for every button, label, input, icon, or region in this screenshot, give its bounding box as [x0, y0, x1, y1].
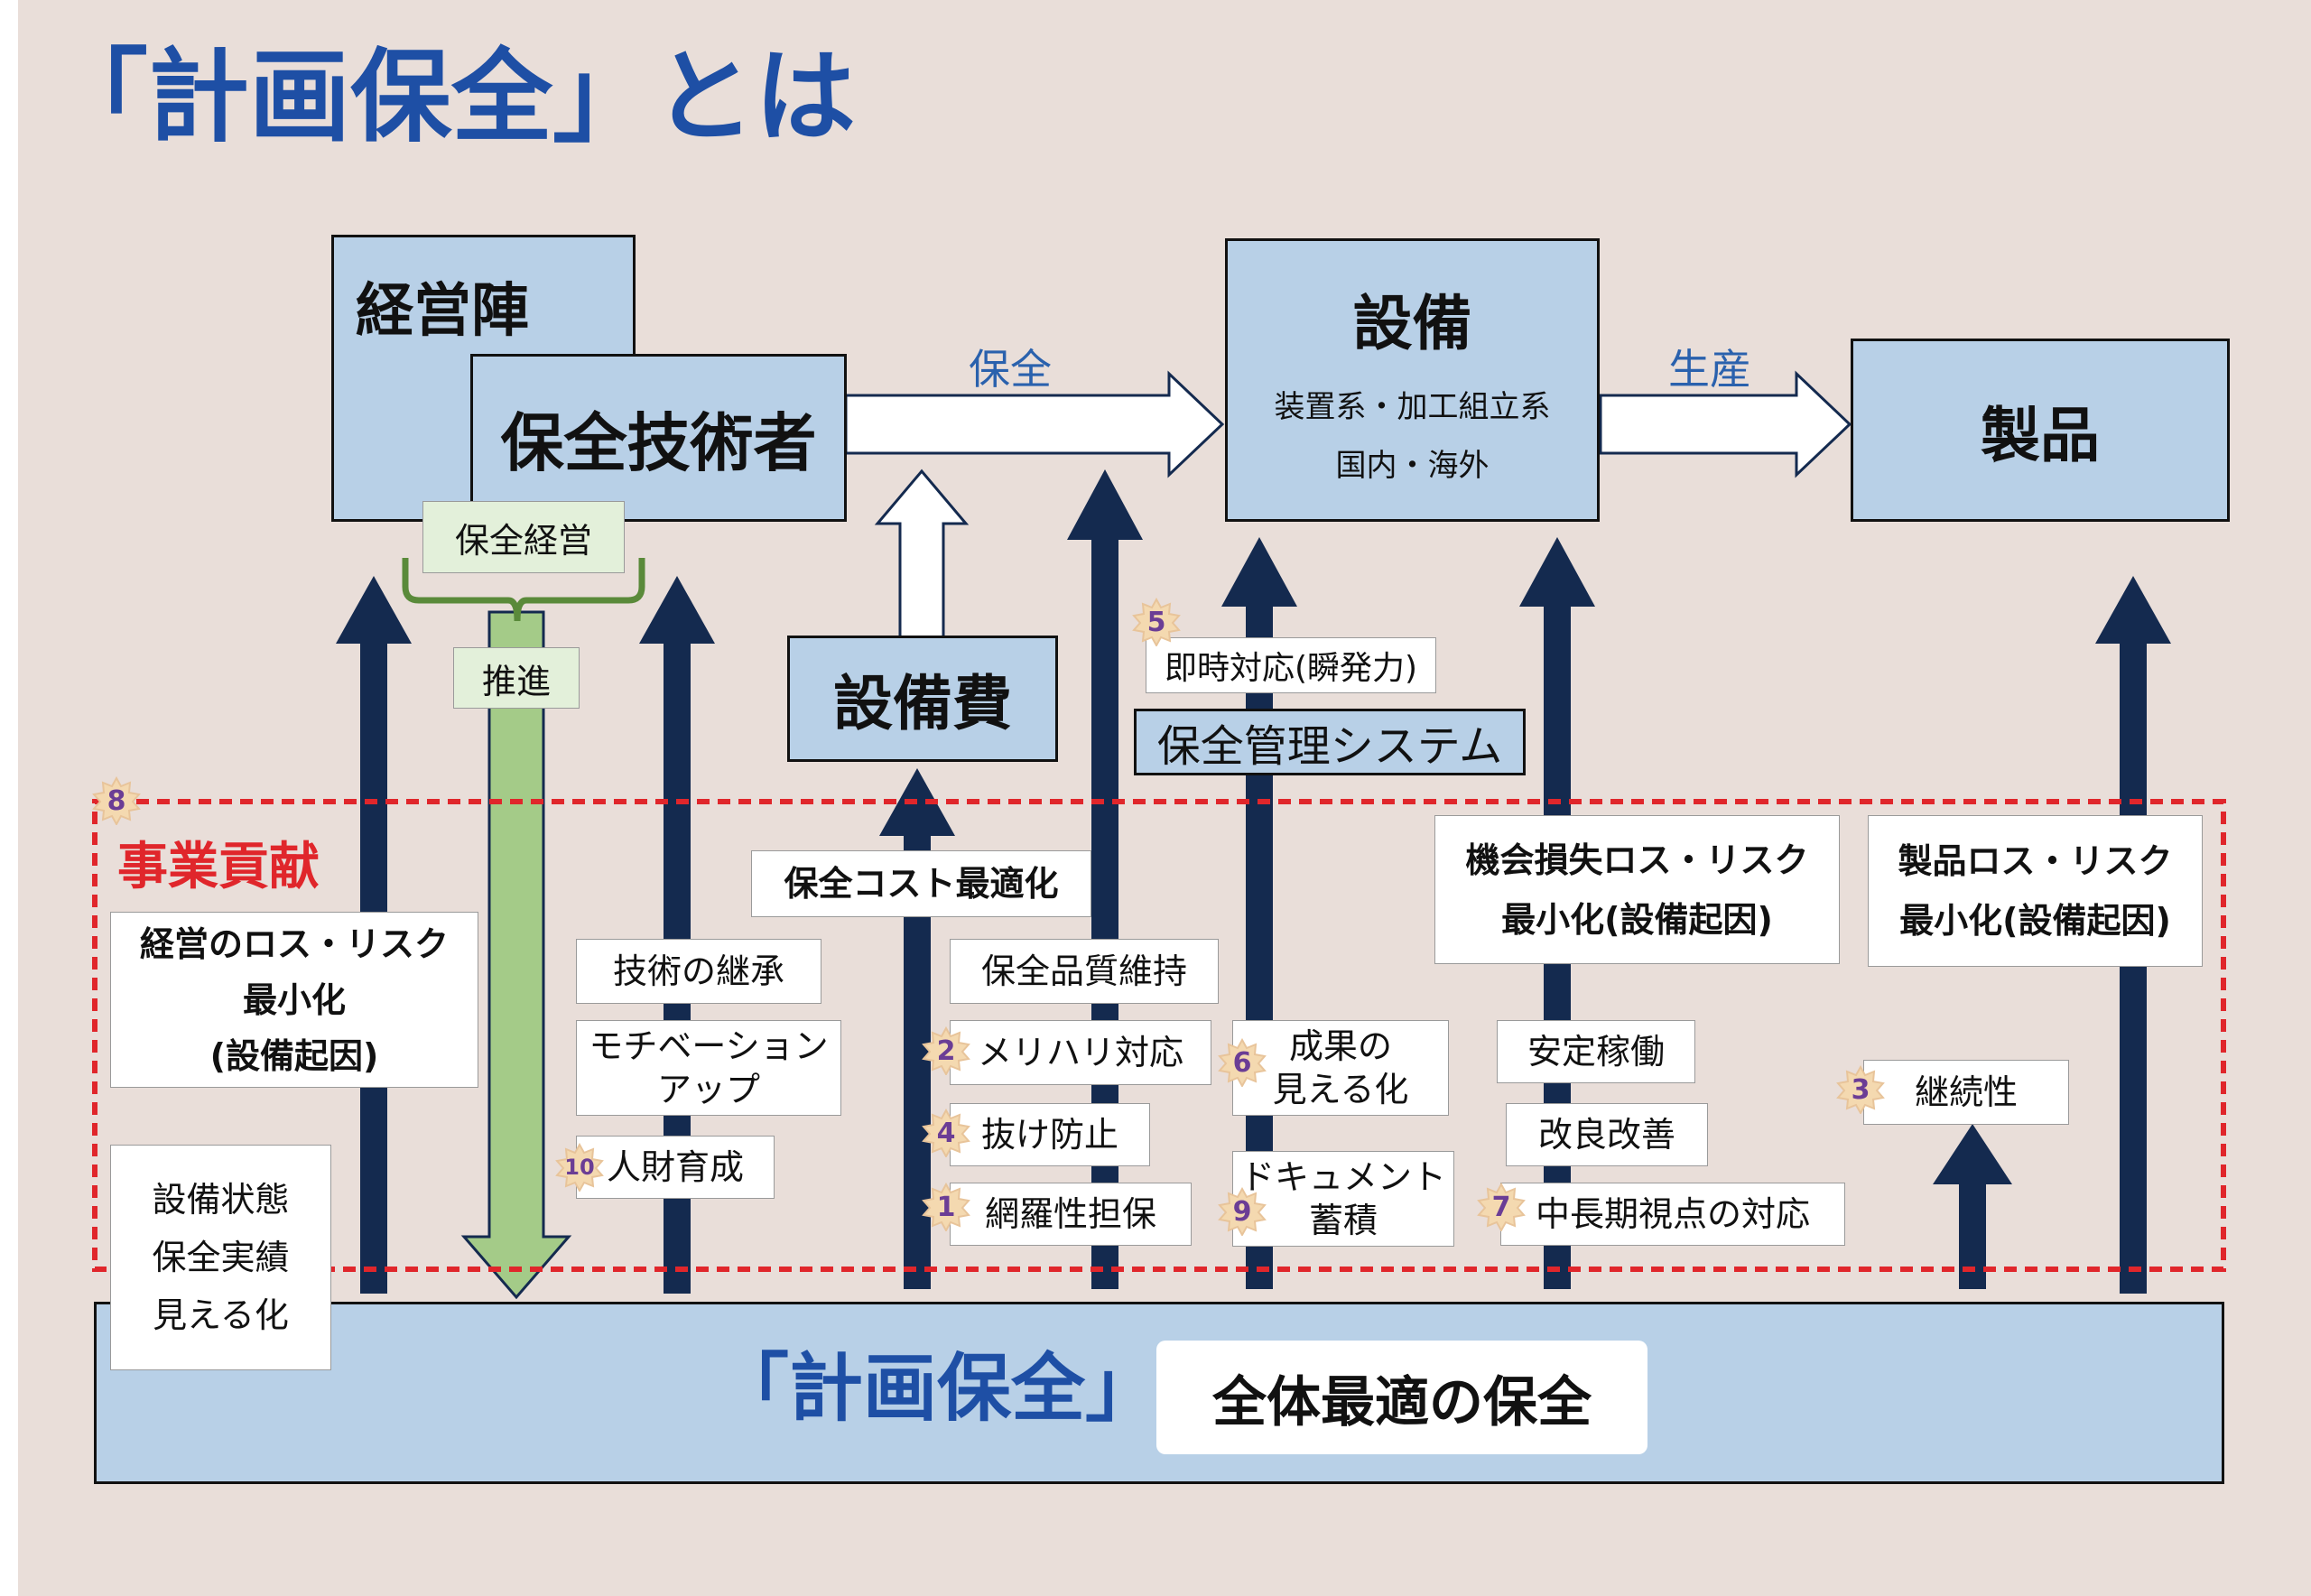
hr-development-text: 人財育成 [606, 1147, 744, 1187]
badge-9: 9 [1218, 1187, 1267, 1236]
mgmt-risk-line-1: 経営のロス・リスク [139, 923, 449, 964]
omission-prevention-box: 抜け防止 [950, 1103, 1150, 1166]
business-contribution-title: 事業貢献 [117, 838, 320, 896]
equipment-title: 設備 [1352, 289, 1472, 358]
badge-5: 5 [1132, 598, 1181, 646]
maintenance-arrow-label: 保全 [969, 345, 1052, 394]
promotion-label: 推進 [453, 647, 580, 709]
stable-operation-text: 安定稼働 [1527, 1032, 1665, 1072]
badge-4: 4 [922, 1109, 970, 1157]
management-label: 経営陣 [356, 278, 529, 345]
cost-optimization-text: 保全コスト最適化 [784, 864, 1059, 904]
visualization-box: 設備状態 保全実績 見える化 [110, 1145, 331, 1370]
business-contribution-region [92, 799, 2226, 1272]
stable-operation-box: 安定稼働 [1497, 1020, 1695, 1083]
badge-1: 1 [922, 1183, 970, 1231]
badge-2: 2 [922, 1026, 970, 1075]
equipment-cost-label: 設備費 [833, 669, 1012, 738]
mgmt-risk-box: 経営のロス・リスク 最小化 (設備起因) [110, 912, 478, 1088]
coverage-box: 網羅性担保 [950, 1183, 1192, 1246]
documents-line-2: 蓄積 [1308, 1201, 1378, 1240]
page-title: 「計画保全」とは [47, 39, 856, 156]
management-system-text: 保全管理システム [1156, 721, 1503, 772]
mgmt-risk-line-2: 最小化 [242, 979, 346, 1020]
product-loss-box: 製品ロス・リスク 最小化(設備起因) [1868, 815, 2203, 967]
badge-7: 7 [1477, 1183, 1526, 1231]
documents-box: ドキュメント 蓄積 [1232, 1151, 1454, 1247]
visualization-line-3: 見える化 [153, 1295, 289, 1335]
visualization-line-2: 保全実績 [152, 1238, 290, 1277]
quality-text: 保全品質維持 [980, 951, 1187, 991]
documents-line-1: ドキュメント [1239, 1157, 1446, 1197]
equipment-sub-1: 装置系・加工組立系 [1274, 389, 1551, 425]
hr-development-box: 人財育成 [576, 1136, 775, 1199]
planned-maintenance-title: 「計画保全」 [715, 1346, 1160, 1432]
production-arrow-label: 生産 [1668, 345, 1751, 394]
product-label: 製品 [1981, 400, 2100, 470]
overall-optimal-text: 全体最適の保全 [1212, 1370, 1592, 1434]
mid-long-term-text: 中長期視点の対応 [1535, 1194, 1810, 1234]
improvement-text: 改良改善 [1537, 1115, 1675, 1155]
arrow-engineer-to-equipment [844, 370, 1225, 478]
equipment-sub-2: 国内・海外 [1335, 448, 1490, 484]
badge-6: 6 [1218, 1038, 1267, 1087]
arrow-equipment-to-product [1599, 370, 1852, 478]
coverage-text: 網羅性担保 [984, 1194, 1156, 1234]
tech-inheritance-box: 技術の継承 [576, 939, 821, 1004]
green-bracket [402, 558, 645, 622]
opportunity-loss-line-2: 最小化(設備起因) [1501, 899, 1773, 940]
product-loss-line-1: 製品ロス・リスク [1898, 841, 2173, 881]
merihari-box: メリハリ対応 [950, 1020, 1211, 1085]
opportunity-loss-line-1: 機会損失ロス・リスク [1465, 840, 1809, 880]
product-box: 製品 [1851, 339, 2230, 522]
results-visualization-line-2: 見える化 [1272, 1070, 1409, 1109]
immediate-response-box: 即時対応(瞬発力) [1146, 637, 1436, 693]
results-visualization-line-1: 成果の [1288, 1026, 1392, 1066]
engineer-label: 保全技術者 [500, 405, 817, 480]
immediate-response-text: 即時対応(瞬発力) [1164, 650, 1418, 687]
navy-arrow-7 [1933, 1124, 2012, 1289]
maintenance-management-text: 保全経営 [454, 520, 592, 561]
equipment-cost-box: 設備費 [787, 636, 1058, 762]
continuity-box: 継続性 [1863, 1060, 2069, 1125]
product-loss-line-2: 最小化(設備起因) [1899, 901, 2171, 941]
badge-8: 8 [92, 776, 141, 825]
quality-box: 保全品質維持 [950, 939, 1219, 1004]
improvement-box: 改良改善 [1506, 1103, 1708, 1166]
omission-prevention-text: 抜け防止 [980, 1115, 1118, 1155]
merihari-text: メリハリ対応 [977, 1033, 1183, 1072]
maintenance-management-label: 保全経営 [422, 501, 625, 573]
motivation-box: モチベーション アップ [576, 1020, 841, 1116]
cost-optimization-box: 保全コスト最適化 [751, 850, 1091, 917]
motivation-line-2: アップ [656, 1070, 760, 1109]
arrow-cost-to-maintenance [874, 469, 970, 639]
results-visualization-box: 成果の 見える化 [1232, 1020, 1449, 1116]
badge-3: 3 [1836, 1065, 1885, 1114]
mid-long-term-box: 中長期視点の対応 [1500, 1183, 1845, 1246]
mgmt-risk-line-3: (設備起因) [209, 1035, 379, 1076]
badge-10: 10 [555, 1143, 604, 1192]
engineer-box: 保全技術者 [470, 354, 847, 522]
continuity-text: 継続性 [1914, 1072, 2018, 1112]
promotion-text: 推進 [481, 661, 551, 701]
tech-inheritance-text: 技術の継承 [612, 951, 784, 991]
equipment-box: 設備 装置系・加工組立系 国内・海外 [1225, 238, 1600, 522]
visualization-line-1: 設備状態 [152, 1180, 290, 1220]
opportunity-loss-box: 機会損失ロス・リスク 最小化(設備起因) [1434, 815, 1840, 964]
motivation-line-1: モチベーション [589, 1026, 829, 1066]
promotion-down-arrow [460, 610, 572, 1300]
management-system-box: 保全管理システム [1134, 709, 1526, 775]
overall-optimal-box: 全体最適の保全 [1156, 1341, 1647, 1454]
